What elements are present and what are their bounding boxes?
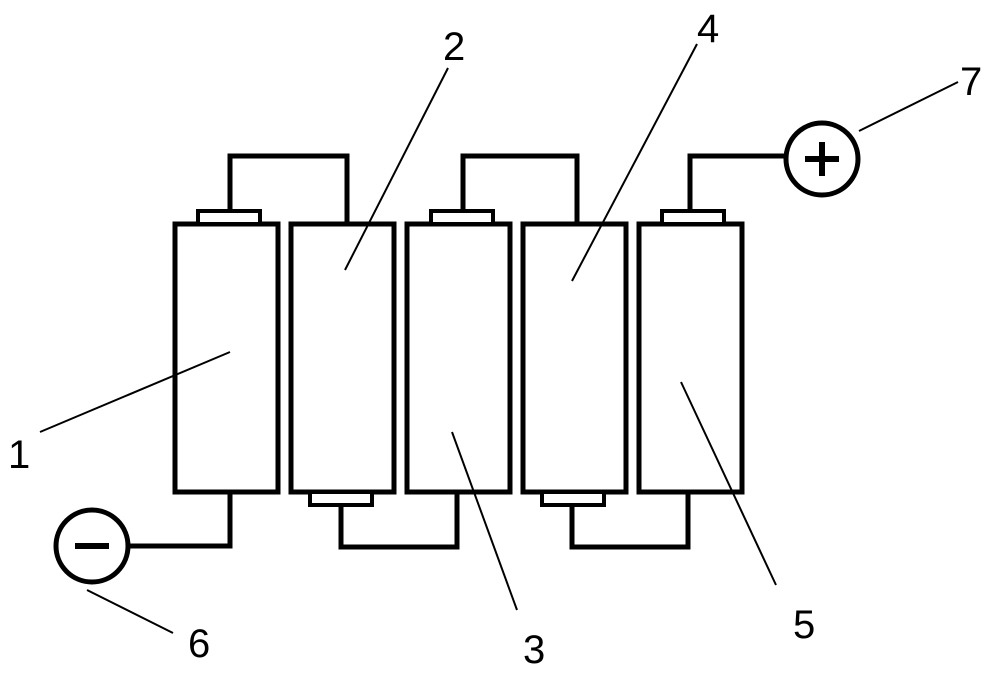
wire-cell2-cell3 [338,489,460,550]
leader-line-1 [39,351,231,433]
label-3: 3 [523,628,545,672]
leader-line-6 [86,589,174,634]
wires [126,153,789,550]
leader-line-5 [680,381,777,586]
cell-2-cap [308,490,374,507]
leader-line-7 [858,81,959,132]
wire-cell5-positive [687,153,789,216]
cell-3-cap [429,209,495,226]
label-1: 1 [8,433,30,477]
label-6: 6 [188,622,210,666]
battery-cell-5 [636,221,745,495]
label-5: 5 [793,603,815,647]
cell-5-cap [660,209,726,226]
wire-cell3-cell4 [460,153,580,227]
negative-terminal [53,507,131,585]
label-7: 7 [960,60,982,104]
cells [172,209,745,507]
battery-cell-4 [520,221,629,495]
battery-cell-1 [172,221,281,495]
leader-line-3 [451,431,518,611]
plus-icon [805,142,839,176]
leader-lines [39,43,959,634]
battery-cell-2 [288,221,397,495]
number-labels: 1 2 3 4 5 6 7 [8,7,982,672]
positive-terminal [783,120,861,198]
leader-line-4 [571,43,698,282]
leader-line-2 [344,67,449,271]
wire-cell1-cell2 [227,153,350,227]
label-2: 2 [443,25,465,69]
cell-1-cap [196,209,262,226]
wire-cell4-cell5 [569,489,691,550]
wire-cell1-negative [126,489,233,549]
label-4: 4 [697,7,719,51]
cell-4-cap [540,490,606,507]
